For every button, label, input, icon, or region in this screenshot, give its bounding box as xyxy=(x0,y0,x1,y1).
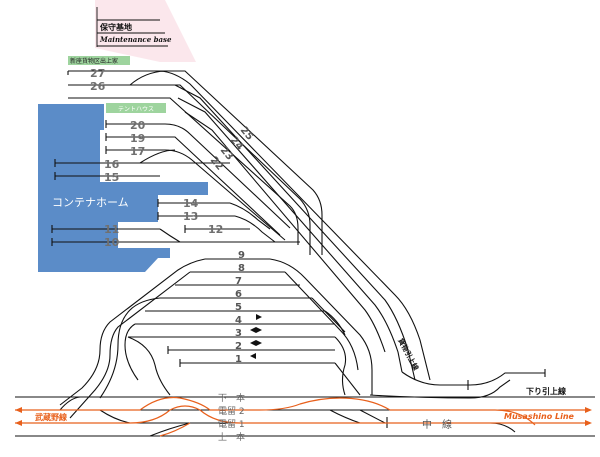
track-17-label: 17 xyxy=(130,145,145,158)
lower-yard-tracks xyxy=(59,258,373,419)
track-3-label: 3 xyxy=(235,328,242,339)
track-10-label: 10 xyxy=(104,236,120,249)
right-headshunts xyxy=(369,369,546,399)
mid-sidings xyxy=(54,120,291,241)
maintenance-base-jp-label: 保守基地 xyxy=(99,22,132,32)
musashino-jp-label: 武蔵野線 xyxy=(35,412,67,422)
track-12-label: 12 xyxy=(208,223,223,236)
track-8-label: 8 xyxy=(238,263,245,274)
track-7-label: 7 xyxy=(235,276,242,287)
track-4-label: 4 xyxy=(235,315,242,326)
track-27-label: 27 xyxy=(90,67,105,80)
up-main-label: 上 本 xyxy=(218,431,245,443)
track-13-label: 13 xyxy=(183,210,198,223)
track-6-label: 6 xyxy=(235,289,242,300)
container-platform xyxy=(38,104,208,272)
diagonal-tracks xyxy=(159,70,431,381)
stabling-1-label: 電留 1 xyxy=(218,418,245,430)
musashino-en-label: Musashino Line xyxy=(504,412,575,421)
freight-office-box xyxy=(68,56,130,65)
track-9-label: 9 xyxy=(238,250,245,261)
track-1-label: 1 xyxy=(235,354,242,365)
track-16-label: 16 xyxy=(104,158,120,171)
maintenance-base-area xyxy=(95,0,196,62)
track-19-label: 19 xyxy=(130,132,145,145)
down-main-label: 下 本 xyxy=(218,392,245,404)
freight-headshunt-label: 貨物引上線 xyxy=(396,337,420,372)
track-15-label: 15 xyxy=(104,171,119,184)
down-headshunt-label: 下り引上線 xyxy=(526,386,566,396)
maintenance-base-en-label: Maintenance base xyxy=(99,35,172,44)
maintenance-base-tracks xyxy=(96,7,168,47)
track-14-label: 14 xyxy=(183,197,199,210)
musashino-line xyxy=(15,396,592,437)
track-26-label: 26 xyxy=(90,80,106,93)
track-2-label: 2 xyxy=(235,341,242,352)
tent-house-label: テントハウス xyxy=(118,105,154,113)
stabling-2-label: 電留 2 xyxy=(218,405,245,417)
middle-line-label: 中 線 xyxy=(422,418,452,431)
track-11-label: 11 xyxy=(104,223,119,236)
track-5-label: 5 xyxy=(235,302,242,313)
freight-office-label: 新座貨物区出上家 xyxy=(70,57,118,65)
container-home-label: コンテナホーム xyxy=(52,196,129,209)
container-sidings xyxy=(51,199,300,246)
tent-house-box xyxy=(106,103,166,113)
track-20-label: 20 xyxy=(130,119,146,132)
